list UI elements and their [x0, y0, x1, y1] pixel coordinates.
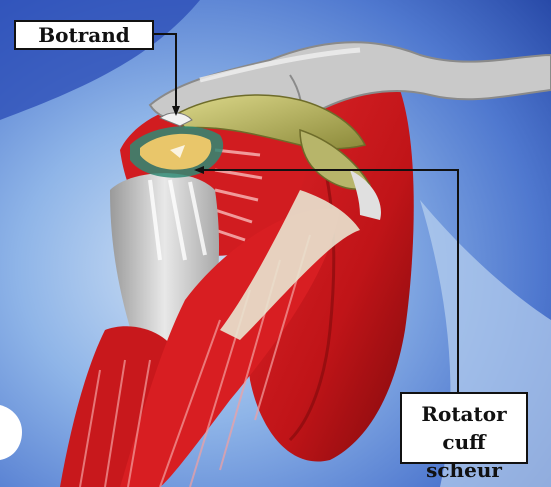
rotator-label-line1: Rotator: [402, 400, 526, 428]
botrand-label-text: Botrand: [38, 23, 130, 47]
botrand-label: Botrand: [14, 20, 154, 50]
rotator-cuff-label: Rotator cuff scheur: [400, 392, 528, 464]
rotator-label-line2: cuff scheur: [402, 428, 526, 484]
